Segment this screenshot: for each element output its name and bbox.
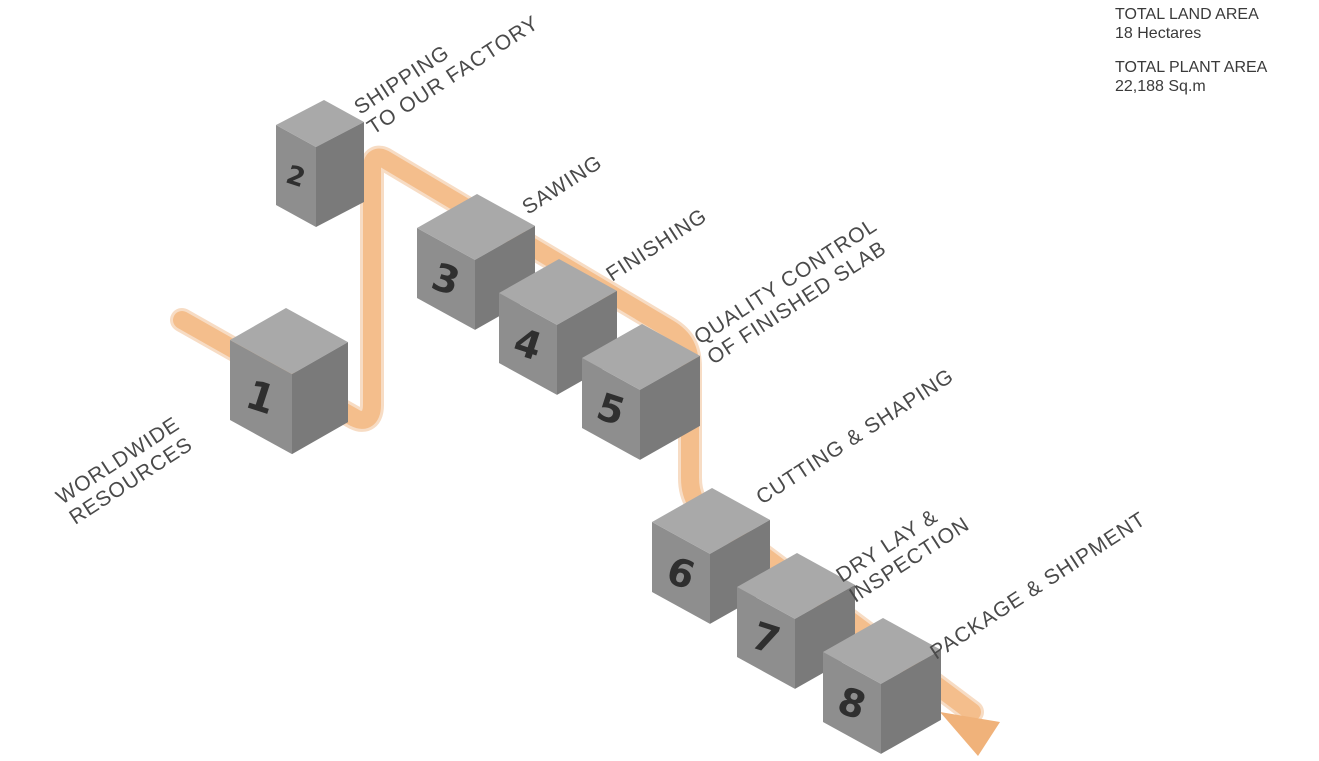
box-side-face: [881, 649, 941, 754]
box-top-face: [499, 259, 617, 325]
flow-arrow-head: [940, 712, 1000, 756]
box-front-face: [652, 522, 710, 624]
box-top-face: [652, 488, 770, 554]
box-front-face: [230, 340, 292, 455]
box-front-face: [737, 587, 795, 689]
stat-land-area: TOTAL LAND AREA 18 Hectares: [1115, 5, 1319, 43]
step-label-1: WORLDWIDERESOURCES: [52, 413, 197, 530]
step-box-1: 1: [230, 308, 348, 455]
box-top-face: [417, 194, 535, 260]
step-label-5: QUALITY CONTROLOF FINISHED SLAB: [690, 214, 894, 369]
stat-label: TOTAL PLANT AREA: [1115, 59, 1268, 76]
stat-value: 18 Hectares: [1115, 25, 1202, 42]
step-box-8: 8: [823, 618, 941, 754]
step-label-3: SAWING: [518, 151, 606, 220]
step-label-line: QUALITY CONTROL: [690, 214, 881, 349]
box-side-face: [292, 342, 348, 455]
stat-label: TOTAL LAND AREA: [1115, 6, 1259, 23]
box-top-face: [276, 100, 364, 147]
step-label-line: CUTTING & SHAPING: [752, 364, 958, 509]
step-label-7: DRY LAY &INSPECTION: [832, 493, 974, 608]
box-top-face: [737, 553, 855, 619]
step-label-6: CUTTING & SHAPING: [752, 364, 958, 509]
stat-plant-area: TOTAL PLANT AREA 22,188 Sq.m: [1115, 58, 1319, 96]
box-top-face: [823, 618, 941, 684]
step-box-5: 5: [582, 324, 700, 460]
box-front-face: [417, 228, 475, 330]
box-side-face: [640, 355, 700, 460]
box-front-face: [499, 293, 557, 395]
box-top-face: [582, 324, 700, 390]
box-top-face: [230, 308, 348, 375]
step-box-2: 2: [276, 100, 364, 227]
box-front-face: [582, 358, 640, 460]
site-stats: TOTAL LAND AREA 18 Hectares TOTAL PLANT …: [1115, 5, 1319, 111]
step-box-6: 6: [652, 488, 770, 624]
box-front-face: [823, 652, 881, 754]
box-front-face: [276, 125, 316, 227]
stat-value: 22,188 Sq.m: [1115, 78, 1206, 95]
step-label-line: FINISHING: [602, 204, 711, 286]
step-label-2: SHIPPINGTO OUR FACTORY: [350, 0, 543, 139]
step-box-3: 3: [417, 194, 535, 330]
box-side-face: [316, 122, 364, 227]
step-label-4: FINISHING: [602, 204, 711, 286]
step-label-line: SAWING: [518, 151, 606, 220]
